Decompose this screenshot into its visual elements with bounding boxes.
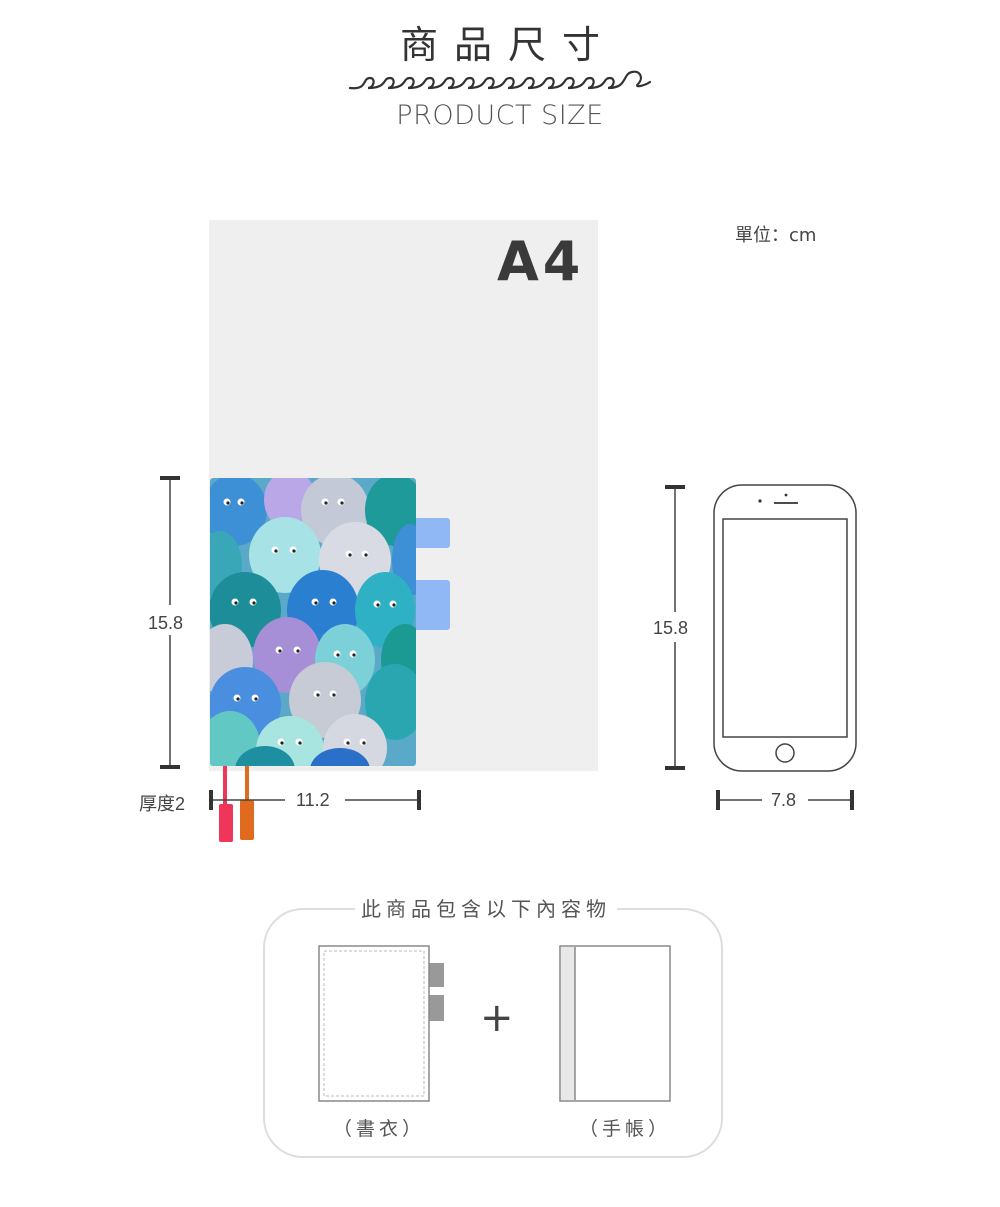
book-cover-caption: （書衣） — [333, 1118, 426, 1140]
phone-outline — [713, 484, 857, 772]
cover-tab-upper — [410, 518, 450, 548]
page-title: 商品尺寸 — [399, 23, 616, 67]
phone-home-button-icon — [775, 743, 795, 763]
page-subtitle: PRODUCT SIZE — [396, 100, 604, 131]
phone-camera-icon — [758, 499, 762, 503]
cover-height-line — [155, 476, 185, 769]
phone-width-value: 7.8 — [771, 790, 797, 810]
cover-tab-lower — [410, 580, 450, 630]
ribbon-orange — [245, 766, 249, 802]
notebook-caption: （手帳） — [579, 1118, 672, 1140]
book-cover-outline-icon — [318, 945, 444, 1102]
squiggle-divider — [348, 70, 652, 90]
phone-height-line — [660, 485, 690, 770]
cover-thickness-label: 厚度2 — [139, 794, 186, 814]
cover-height-value: 15.8 — [148, 613, 184, 633]
contents-title: 此商品包含以下內容物 — [355, 893, 617, 922]
phone-screen — [722, 518, 848, 738]
notebook-outline-icon — [559, 945, 671, 1102]
cover-width-line — [209, 788, 421, 812]
a4-label: A4 — [497, 230, 585, 293]
book-cover-illustration — [210, 478, 450, 842]
phone-width-line — [716, 788, 854, 812]
ribbon-pink — [223, 766, 227, 806]
unit-label: 單位：cm — [735, 225, 817, 246]
cover-width-value: 11.2 — [296, 790, 330, 810]
phone-height-value: 15.8 — [653, 618, 689, 638]
plus-sign: + — [480, 995, 514, 1041]
